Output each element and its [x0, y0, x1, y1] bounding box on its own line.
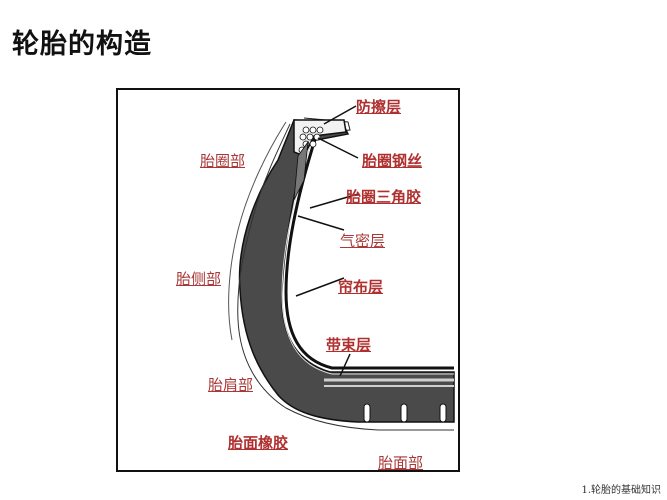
page-footer: 1.轮胎的基础知识 [581, 485, 661, 496]
label-bead-area: 胎圈部 [200, 152, 246, 170]
tire-cross-section-diagram [228, 105, 455, 431]
label-sidewall: 胎侧部 [176, 270, 222, 288]
sidewall-outer-layer [237, 123, 454, 431]
apex-strip [293, 140, 309, 201]
diagram-frame: 防擦层 胎圈部 胎圈钢丝 胎圈三角胶 气密层 胎侧部 帘布层 带束层 胎肩部 胎… [116, 88, 460, 472]
label-tread-rubber: 胎面橡胶 [228, 434, 289, 452]
label-bead-apex: 胎圈三角胶 [346, 188, 422, 206]
sidewall-outline-2 [228, 121, 287, 341]
label-belt-layer: 带束层 [326, 336, 372, 354]
label-bead-wire: 胎圈钢丝 [362, 152, 423, 170]
label-abrasion-layer: 防擦层 [356, 98, 402, 116]
label-inner-liner: 气密层 [340, 232, 386, 250]
ply-line [284, 135, 454, 370]
label-tread-area: 胎面部 [378, 454, 424, 472]
tread-grooves [363, 403, 447, 423]
leader-lines [295, 105, 359, 377]
page-title: 轮胎的构造 [12, 29, 152, 60]
bead-wire-bundle [298, 126, 324, 154]
label-ply-layer: 帘布层 [338, 278, 384, 296]
label-shoulder: 胎肩部 [208, 376, 254, 394]
